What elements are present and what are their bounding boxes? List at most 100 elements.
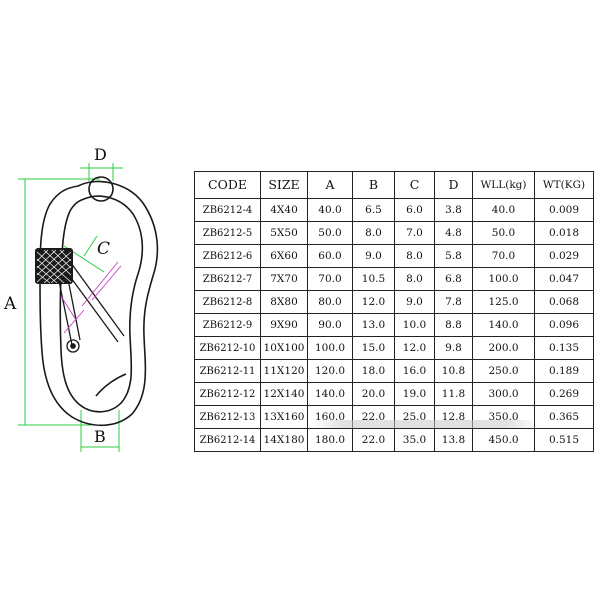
cell-b: 15.0 <box>352 336 395 360</box>
cell-code: ZB6212-8 <box>194 290 261 314</box>
cell-a: 50.0 <box>307 221 353 245</box>
cell-b: 6.5 <box>352 198 395 222</box>
cell-size: 13X160 <box>260 405 308 429</box>
cell-d: 11.8 <box>434 382 473 406</box>
cell-size: 10X100 <box>260 336 308 360</box>
table-header-row: CODE SIZE A B C D WLL(kg) WT(KG) <box>194 171 594 199</box>
cell-wll: 300.0 <box>472 382 535 406</box>
cell-size: 11X120 <box>260 359 308 383</box>
cell-b: 12.0 <box>352 290 395 314</box>
header-b: B <box>352 171 395 199</box>
dimension-label-d: D <box>94 145 107 164</box>
cell-d: 12.8 <box>434 405 473 429</box>
cell-b: 9.0 <box>352 244 395 268</box>
cell-wll: 350.0 <box>472 405 535 429</box>
gate-accent-lines <box>60 261 122 334</box>
dimension-label-a: A <box>3 294 17 314</box>
cell-a: 80.0 <box>307 290 353 314</box>
cell-a: 40.0 <box>307 198 353 222</box>
dimension-lines <box>18 163 123 452</box>
header-size: SIZE <box>260 171 308 199</box>
cell-wt: 0.096 <box>534 313 594 337</box>
cell-wt: 0.269 <box>534 382 594 406</box>
cell-b: 10.5 <box>352 267 395 291</box>
cell-size: 14X180 <box>260 428 308 452</box>
cell-wll: 40.0 <box>472 198 535 222</box>
screw-lock <box>35 248 73 284</box>
header-wt: WT(KG) <box>534 171 594 199</box>
cell-c: 6.0 <box>394 198 435 222</box>
cell-c: 16.0 <box>394 359 435 383</box>
cell-code: ZB6212-5 <box>194 221 261 245</box>
cell-wll: 50.0 <box>472 221 535 245</box>
cell-d: 3.8 <box>434 198 473 222</box>
cell-wt: 0.018 <box>534 221 594 245</box>
cell-wll: 70.0 <box>472 244 535 268</box>
cell-a: 120.0 <box>307 359 353 383</box>
cell-wll: 450.0 <box>472 428 535 452</box>
cell-a: 70.0 <box>307 267 353 291</box>
cell-size: 8X80 <box>260 290 308 314</box>
cell-d: 8.8 <box>434 313 473 337</box>
cell-c: 25.0 <box>394 405 435 429</box>
cell-c: 8.0 <box>394 244 435 268</box>
cell-size: 7X70 <box>260 267 308 291</box>
cell-wll: 250.0 <box>472 359 535 383</box>
carabiner-outline <box>39 176 159 427</box>
cell-code: ZB6212-9 <box>194 313 261 337</box>
cell-c: 10.0 <box>394 313 435 337</box>
cell-code: ZB6212-11 <box>194 359 261 383</box>
cell-wt: 0.515 <box>534 428 594 452</box>
cell-wll: 200.0 <box>472 336 535 360</box>
cell-b: 20.0 <box>352 382 395 406</box>
cell-d: 10.8 <box>434 359 473 383</box>
cell-a: 90.0 <box>307 313 353 337</box>
cell-b: 8.0 <box>352 221 395 245</box>
header-wll: WLL(kg) <box>472 171 535 199</box>
cell-b: 22.0 <box>352 405 395 429</box>
cell-b: 18.0 <box>352 359 395 383</box>
cell-size: 4X40 <box>260 198 308 222</box>
cell-wt: 0.365 <box>534 405 594 429</box>
specification-table: CODE SIZE A B C D WLL(kg) WT(KG) ZB6212-… <box>194 171 594 452</box>
cell-a: 140.0 <box>307 382 353 406</box>
header-c: C <box>394 171 435 199</box>
cell-a: 60.0 <box>307 244 353 268</box>
cell-code: ZB6212-13 <box>194 405 261 429</box>
header-a: A <box>307 171 353 199</box>
cell-d: 9.8 <box>434 336 473 360</box>
cell-a: 160.0 <box>307 405 353 429</box>
cell-c: 8.0 <box>394 267 435 291</box>
cell-d: 13.8 <box>434 428 473 452</box>
cell-c: 12.0 <box>394 336 435 360</box>
cell-code: ZB6212-7 <box>194 267 261 291</box>
cell-wt: 0.029 <box>534 244 594 268</box>
dimension-label-b: B <box>94 427 106 446</box>
cell-b: 22.0 <box>352 428 395 452</box>
cell-wt: 0.047 <box>534 267 594 291</box>
cell-a: 100.0 <box>307 336 353 360</box>
cell-d: 6.8 <box>434 267 473 291</box>
cell-size: 9X90 <box>260 313 308 337</box>
cell-size: 6X60 <box>260 244 308 268</box>
cell-wll: 125.0 <box>472 290 535 314</box>
cell-b: 13.0 <box>352 313 395 337</box>
cell-c: 19.0 <box>394 382 435 406</box>
cell-wt: 0.068 <box>534 290 594 314</box>
cell-wt: 0.009 <box>534 198 594 222</box>
header-code: CODE <box>194 171 261 199</box>
cell-d: 5.8 <box>434 244 473 268</box>
cell-size: 12X140 <box>260 382 308 406</box>
cell-size: 5X50 <box>260 221 308 245</box>
cell-wll: 140.0 <box>472 313 535 337</box>
